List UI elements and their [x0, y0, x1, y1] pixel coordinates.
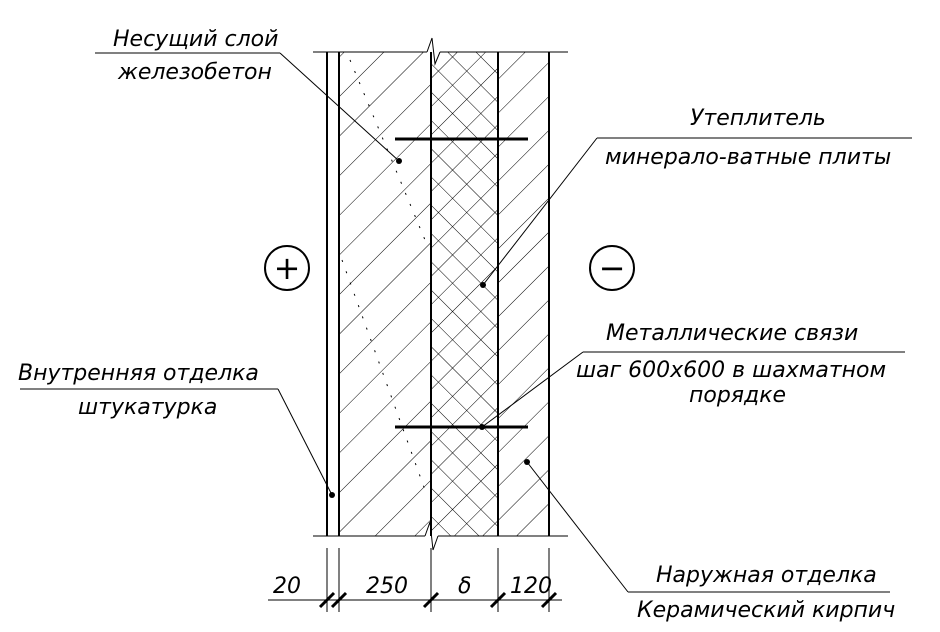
leader-metal-ties	[479, 351, 905, 430]
insulation-layer	[431, 52, 498, 536]
label-metal-ties-spacing: шаг 600x600 в шахматном	[576, 358, 886, 383]
label-insulation-material: минерало-ватные плиты	[605, 145, 891, 170]
label-outer-finish-title: Наружная отделка	[656, 563, 877, 588]
label-metal-ties-order: порядке	[689, 383, 786, 408]
label-outer-finish-material: Керамический кирпич	[637, 598, 895, 623]
leader-load-bearing	[95, 52, 402, 164]
label-insulation-title: Утеплитель	[690, 106, 826, 131]
dim-brick: 120	[510, 574, 552, 599]
concrete-layer	[339, 52, 431, 536]
outside-sign: −	[599, 249, 626, 287]
inside-symbol: +	[264, 245, 310, 291]
dim-insulation: δ	[458, 574, 471, 599]
dim-concrete: 250	[366, 574, 408, 599]
brick-layer	[498, 52, 549, 536]
section-edges	[313, 37, 568, 551]
label-inner-finish-title: Внутренняя отделка	[18, 361, 259, 386]
label-metal-ties-title: Металлические связи	[606, 321, 858, 346]
dim-plaster: 20	[273, 574, 301, 599]
leader-outer-finish	[524, 459, 890, 593]
leader-inner-finish	[20, 388, 335, 498]
leader-insulation	[480, 137, 912, 288]
dimension-line	[268, 548, 562, 612]
outside-symbol: −	[589, 245, 635, 291]
layer-boundaries	[326, 52, 550, 536]
label-load-bearing-material: железобетон	[117, 60, 272, 85]
inside-sign: +	[274, 249, 301, 287]
label-inner-finish-material: штукатурка	[78, 395, 217, 420]
label-load-bearing-title: Несущий слой	[113, 27, 278, 52]
